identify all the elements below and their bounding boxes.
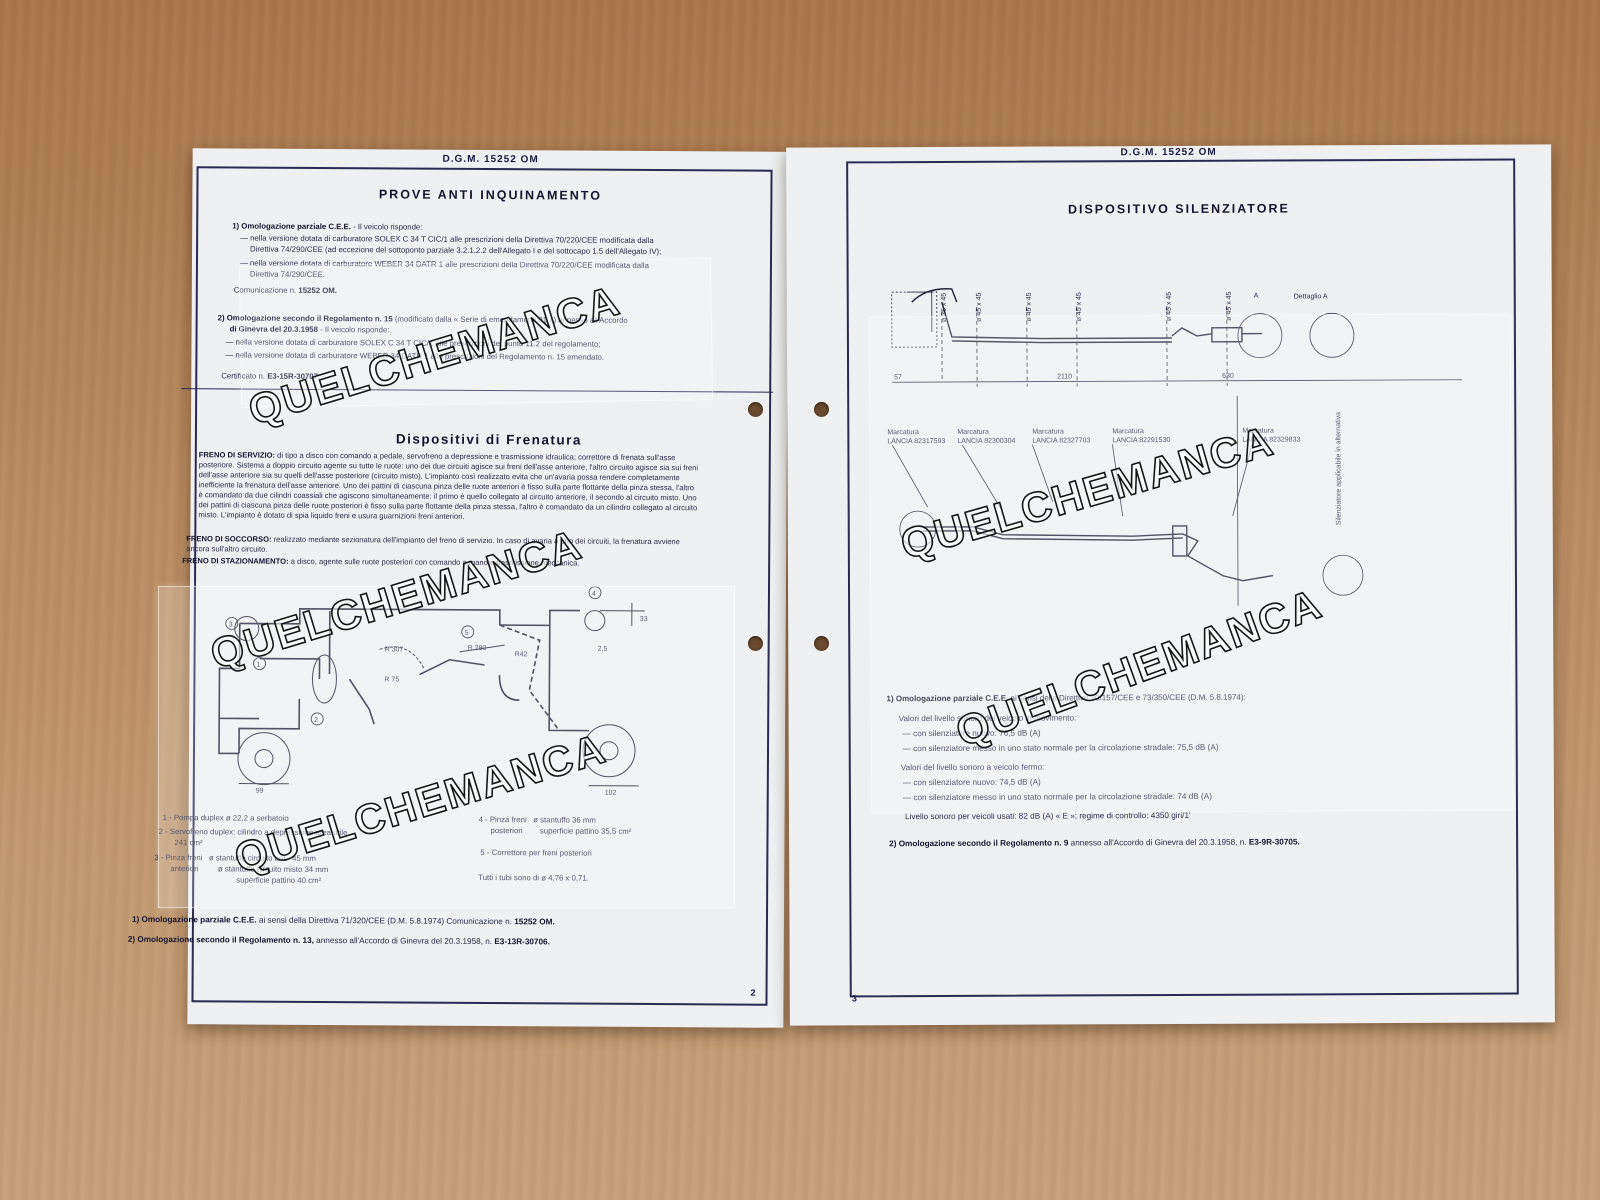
right-page-number: 3	[851, 993, 857, 1004]
marking-label-2: Marcatura	[957, 429, 989, 436]
diagram-label-1: 1	[257, 662, 261, 669]
detail-a-label: Dettaglio A	[1294, 293, 1328, 300]
pipe-size-5: ø 45 x 45	[1166, 292, 1173, 321]
left-page-header: D.G.M. 15252 OM	[442, 153, 539, 166]
silencer-item-2: 2) Omologazione secondo il Regolamento n…	[889, 837, 1300, 849]
pipe-size-4: ø 45 x 45	[1076, 292, 1083, 321]
brake-system-diagram: 3 4 1 2 5 R 307 R 75 R 280 R42 2,5 33 99…	[218, 586, 648, 797]
service-brake-text: FRENO DI SERVIZIO: di tipo a disco con c…	[198, 450, 699, 521]
silencer-label-a: A	[1254, 293, 1259, 300]
diagram-label-99: 99	[256, 788, 264, 795]
binder-hole	[748, 402, 763, 417]
diagram-label-r42: R42	[515, 651, 528, 658]
pipe-size-3: ø 45 x 45	[1026, 292, 1033, 321]
binder-hole	[814, 402, 829, 417]
marking-label-1: Marcatura	[887, 429, 919, 436]
marking-label-5: Marcatura	[1242, 428, 1274, 435]
diagram-label-5: 5	[465, 630, 469, 637]
silencer-diagram: Dettaglio A A 57 2110 630 Marcatura LANC…	[887, 288, 1463, 606]
right-page-header: D.G.M. 15252 OM	[1120, 146, 1217, 159]
diagram-label-3: 3	[229, 621, 233, 628]
left-page: D.G.M. 15252 OM PROVE ANTI INQUINAMENTO …	[128, 148, 789, 1028]
marking-label-4: Marcatura	[1112, 428, 1144, 435]
diagram-label-r75: R 75	[384, 676, 399, 683]
diagram-label-4: 4	[592, 591, 596, 598]
binder-hole	[748, 636, 763, 651]
emergency-brake-text: FRENO DI SOCCORSO: realizzato mediante s…	[186, 534, 680, 554]
marking-3: LANCIA 82327703	[1032, 437, 1090, 444]
diagram-label-102: 102	[605, 790, 617, 797]
protective-film	[158, 586, 735, 908]
left-page-number: 2	[750, 987, 756, 998]
marking-label-3: Marcatura	[1032, 428, 1064, 435]
pipe-size-6: ø 45 x 45	[1226, 291, 1233, 320]
pipe-size-2: ø 45 x 45	[976, 293, 983, 322]
diagram-label-r307: R 307	[385, 646, 404, 653]
diagram-label-r280: R 280	[468, 645, 487, 652]
silencer-side-note: Silenziatore applicabile in alternativa	[1335, 412, 1342, 525]
dim-630: 630	[1222, 373, 1234, 380]
right-page: D.G.M. 15252 OM DISPOSITIVO SILENZIATORE	[786, 144, 1555, 1026]
pollution-item-1: 1) Omologazione parziale C.E.E. - Il vei…	[232, 221, 423, 232]
binder-hole	[814, 636, 829, 651]
marking-2: LANCIA 82300304	[957, 438, 1015, 445]
diagram-label-2-5: 2,5	[598, 646, 608, 653]
pipe-size-1: ø 35 x 45	[941, 293, 948, 322]
marking-4: LANCIA 82291530	[1112, 437, 1170, 444]
dim-57: 57	[894, 374, 902, 381]
marking-1: LANCIA 82317593	[887, 438, 945, 445]
diagram-label-33: 33	[640, 616, 648, 623]
dim-2110: 2110	[1057, 373, 1072, 380]
diagram-label-2: 2	[314, 717, 318, 724]
marking-5: LANCIA 82329833	[1242, 436, 1300, 443]
